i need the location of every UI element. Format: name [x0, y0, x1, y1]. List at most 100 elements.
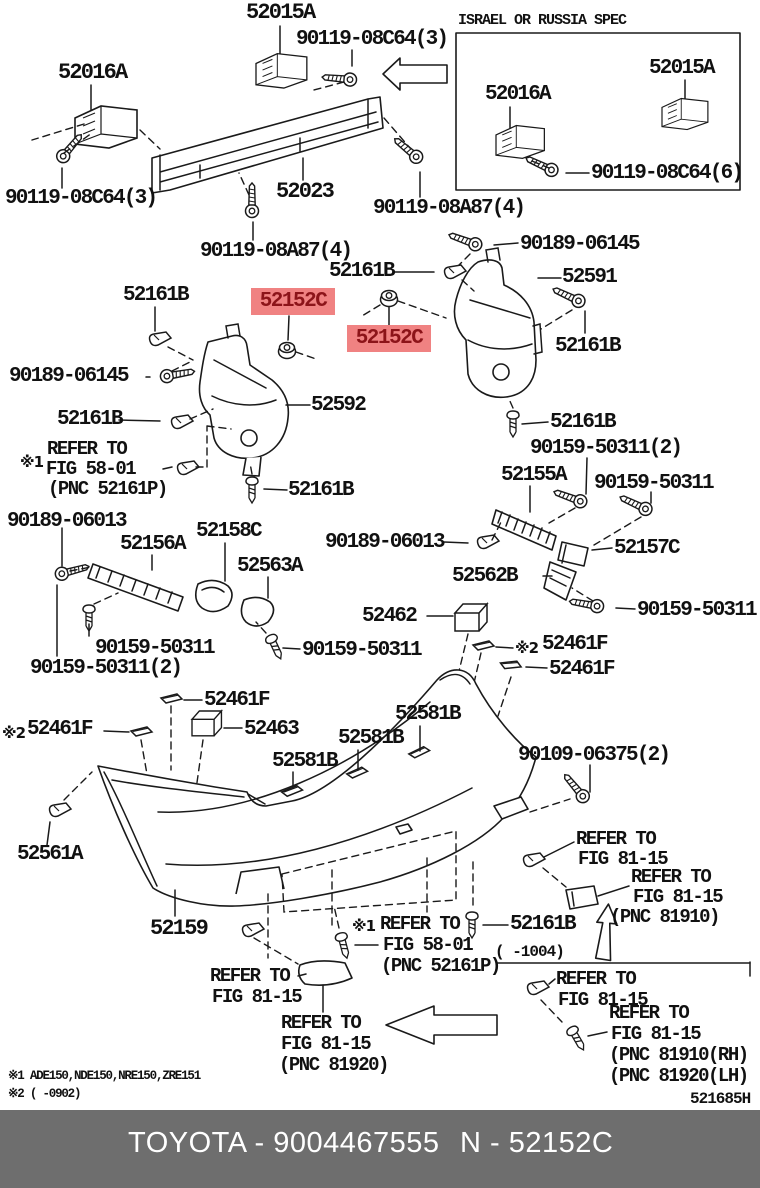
- part-label-52159: 52159: [150, 916, 209, 941]
- refer-to-text: REFER TO: [210, 965, 291, 987]
- part-label-90159-50311: 90159-50311: [95, 637, 216, 660]
- clip-icon: [241, 922, 265, 938]
- part-label-52023: 52023: [276, 179, 335, 204]
- part-label-52157c: 52157C: [614, 537, 681, 560]
- footnote-2: ※2 ( -0902): [8, 1087, 82, 1101]
- side-support-52592: [118, 306, 317, 504]
- part-label-52462: 52462: [362, 605, 418, 628]
- pad-52461f-icon: [130, 726, 153, 737]
- screw-icon: [245, 476, 259, 504]
- bottom-reference-items: [241, 841, 751, 1054]
- refer-to-text: REFER TO: [576, 828, 657, 850]
- clip-icon: [176, 460, 200, 476]
- bolt-icon: [446, 227, 485, 254]
- pnc-52161p-text: (PNC 52161P): [381, 955, 501, 977]
- footer-catalog-code: TOYOTA - 9004467555: [128, 1127, 440, 1159]
- footer-bar: TOYOTA - 9004467555 N - 52152C: [0, 1110, 760, 1188]
- part-label-90159-50311: 90159-50311: [302, 639, 423, 662]
- clip-icon: [522, 852, 546, 868]
- part-label-90159-50311-2: 90159-50311(2): [530, 437, 683, 460]
- part-label-90189-06013: 90189-06013: [7, 510, 128, 533]
- refer-to-text: REFER TO: [47, 438, 128, 460]
- fig-81-15-text: FIG 81-15: [578, 848, 669, 870]
- part-label-52015a: 52015A: [649, 57, 716, 80]
- part-label-52592: 52592: [311, 394, 367, 417]
- part-label-52461f: 52461F: [204, 689, 271, 712]
- part-label-52463: 52463: [244, 718, 300, 741]
- fig-81-15-text: FIG 81-15: [611, 1023, 702, 1045]
- part-label-90189-06145: 90189-06145: [520, 233, 641, 256]
- fig-58-01-text: FIG 58-01: [383, 934, 474, 956]
- part-label-52161b: 52161B: [123, 284, 190, 307]
- drawing-code: 521685H: [690, 1090, 751, 1108]
- footnote-marker-2: ※2: [2, 724, 26, 742]
- part-label-90119-08a87-4: 90119-08A87(4): [373, 197, 526, 220]
- part-label-52562b: 52562B: [452, 565, 519, 588]
- part-label-52161b: 52161B: [329, 260, 396, 283]
- footnote-1: ※1 ADE150,NDE150,NRE150,ZRE151: [8, 1069, 201, 1083]
- part-label-52161b: 52161B: [288, 479, 355, 502]
- fig-58-01-text: FIG 58-01: [46, 458, 137, 480]
- fig-81-15-text: FIG 81-15: [558, 989, 649, 1011]
- bolt-icon: [53, 129, 87, 167]
- part-label-52461f: 52461F: [542, 633, 609, 656]
- inset-title: ISRAEL OR RUSSIA SPEC: [458, 12, 627, 29]
- part-label-90189-06013: 90189-06013: [325, 531, 446, 554]
- left-arrow-icon: [385, 1005, 498, 1045]
- refer-to-text: REFER TO: [631, 866, 712, 888]
- footnote-marker-2: ※2: [515, 639, 539, 657]
- part-label-90119-08c64-3: 90119-08C64(3): [296, 28, 449, 51]
- part-label-90119-08c64-3: 90119-08C64(3): [5, 187, 158, 210]
- clip-icon: [170, 414, 194, 430]
- spacer-52462-icon: [454, 603, 488, 632]
- highlighted-part-label-52152c: 52152C: [347, 325, 431, 352]
- part-label-90119-08a87-4: 90119-08A87(4): [200, 240, 353, 263]
- part-label-52561a: 52561A: [17, 843, 84, 866]
- pnc-81910-text: (PNC 81910): [610, 906, 720, 928]
- pnc-81920-text: (PNC 81920): [279, 1054, 389, 1076]
- bumper-cover-52159: [46, 669, 593, 959]
- fig-81-15-text: FIG 81-15: [212, 986, 303, 1008]
- bracket-52015a-icon: [255, 52, 308, 89]
- part-label-52161b: 52161B: [510, 913, 577, 936]
- clip-icon: [48, 802, 72, 818]
- part-label-52461f: 52461F: [549, 658, 616, 681]
- part-label-90159-50311: 90159-50311: [637, 599, 758, 622]
- part-label-90119-08c64-6: 90119-08C64(6): [591, 162, 744, 185]
- bracket-52016a-icon: [74, 105, 138, 149]
- refer-to-text: REFER TO: [609, 1002, 690, 1024]
- date-range-text: ( -1004): [495, 943, 565, 961]
- screw-icon: [506, 410, 520, 438]
- bracket-cluster-52155a: [426, 457, 655, 717]
- part-label-52161b: 52161B: [550, 411, 617, 434]
- part-label-52156a: 52156A: [120, 533, 187, 556]
- refer-to-text: REFER TO: [556, 968, 637, 990]
- bolt-icon: [616, 490, 655, 519]
- part-label-52581b: 52581B: [395, 703, 462, 726]
- spacer-52463-icon: [191, 710, 223, 737]
- grommet-52152c-icon: [379, 289, 399, 308]
- part-label-52591: 52591: [562, 266, 618, 289]
- part-label-90159-50311-2: 90159-50311(2): [30, 657, 183, 680]
- reinforcement-assembly: [31, 25, 448, 241]
- refer-to-text: REFER TO: [380, 913, 461, 935]
- part-label-52016a: 52016A: [485, 83, 552, 106]
- refer-to-text: REFER TO: [281, 1012, 362, 1034]
- highlighted-part-label-52152c: 52152C: [251, 288, 335, 315]
- side-support-52591: [361, 227, 588, 438]
- diagram-canvas: [31, 25, 751, 1054]
- screw-icon: [263, 632, 287, 663]
- fig-81-15-text: FIG 81-15: [633, 886, 724, 908]
- pnc-81920-lh-text: (PNC 81920(LH): [609, 1065, 749, 1087]
- footnote-marker-1: ※1: [20, 453, 44, 471]
- part-label-90159-50311: 90159-50311: [594, 472, 715, 495]
- clip-icon: [476, 534, 500, 550]
- bracket-cluster-52156a: [53, 527, 301, 663]
- screw-icon: [564, 1023, 590, 1054]
- left-arrow-icon: [382, 57, 448, 91]
- pnc-52161p-text: (PNC 52161P): [48, 478, 168, 500]
- bolt-icon: [244, 182, 260, 219]
- grommet-52152c-icon: [277, 341, 297, 360]
- part-label-52161b: 52161B: [555, 335, 622, 358]
- footer-part-code: N - 52152C: [460, 1127, 614, 1159]
